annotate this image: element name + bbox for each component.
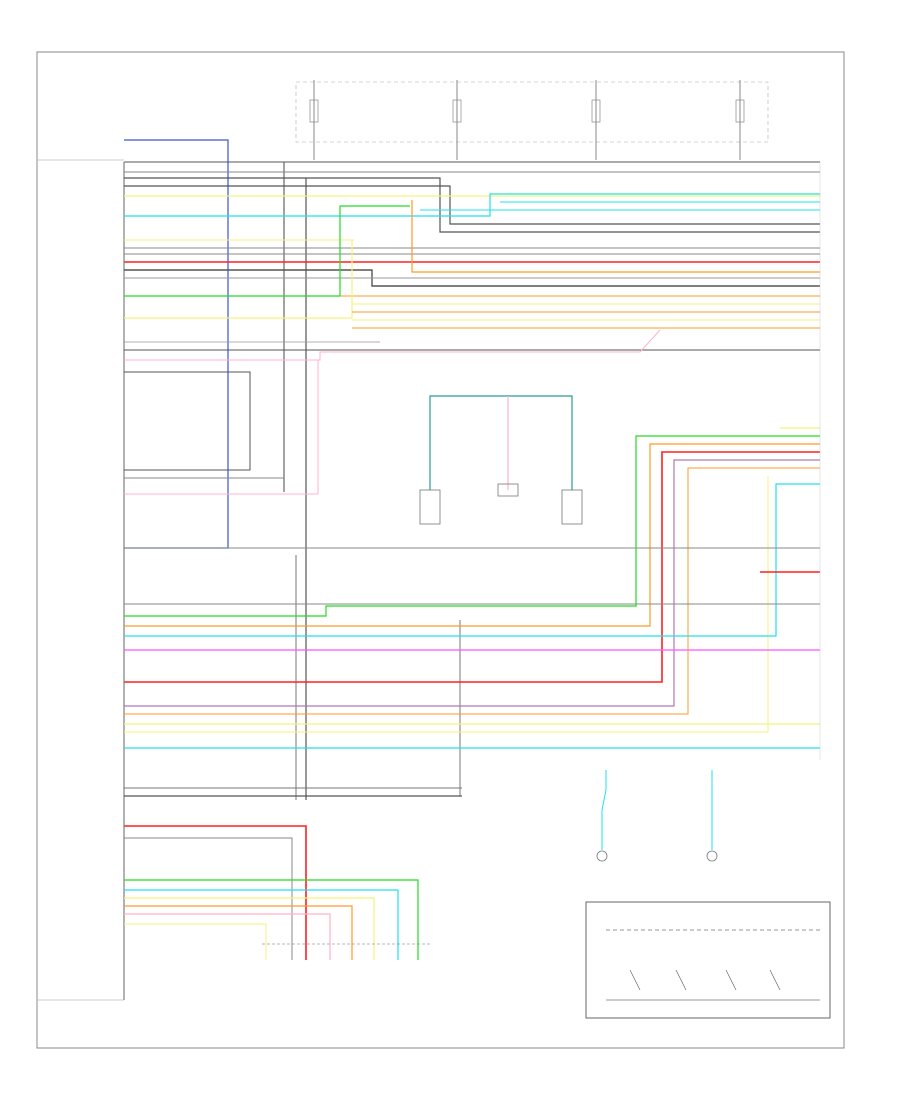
steering-switch-4 [769,969,781,991]
steering-controls-box [585,901,831,1019]
steering-switch-1 [629,969,641,991]
wire-red-4 [124,825,307,960]
wire-cyan-6 [601,770,607,850]
top-fuse-3 [591,80,601,160]
wire-purple-1 [124,459,820,707]
diagram-border [36,51,845,1049]
steering-switch-2 [675,969,687,991]
top-fuse-2 [452,80,462,160]
wire-yellow-10 [124,923,267,960]
speaker-left [419,489,441,525]
wire-pink-2 [124,360,319,495]
wire-cyan-8 [124,889,399,960]
wire-blue [124,139,229,549]
wire-green-1 [124,205,410,297]
steering-connector-left [596,850,608,862]
fuse-group-outline [295,81,769,143]
steering-switch-3 [725,969,737,991]
speaker-right [561,489,583,525]
wire-orange-1 [411,200,820,273]
wire-cyan-5 [124,483,820,637]
top-fuse-1 [309,80,319,160]
wire-black-5 [124,371,251,471]
wire-orange-6 [124,467,820,715]
speaker-center [497,483,519,497]
wire-cyan-1 [124,193,820,217]
wire-yellow-3 [124,240,353,319]
wire-gray-11 [124,837,293,960]
wire-yellow-9 [124,897,375,960]
wire-green-3 [124,879,419,960]
wire-red-2 [124,451,820,683]
speaker-wire-teal [429,395,573,490]
top-fuse-4 [735,80,745,160]
wire-orange-7 [124,905,353,960]
wire-black-1 [124,177,820,233]
wire-black-2 [124,185,820,225]
wire-pink-1 [124,329,661,361]
wire-orange-5 [124,443,820,627]
wire-pink-4 [124,913,331,960]
wire-green-2 [124,435,820,617]
steering-connector-right [706,850,718,862]
wire-yellow-8 [124,476,769,733]
